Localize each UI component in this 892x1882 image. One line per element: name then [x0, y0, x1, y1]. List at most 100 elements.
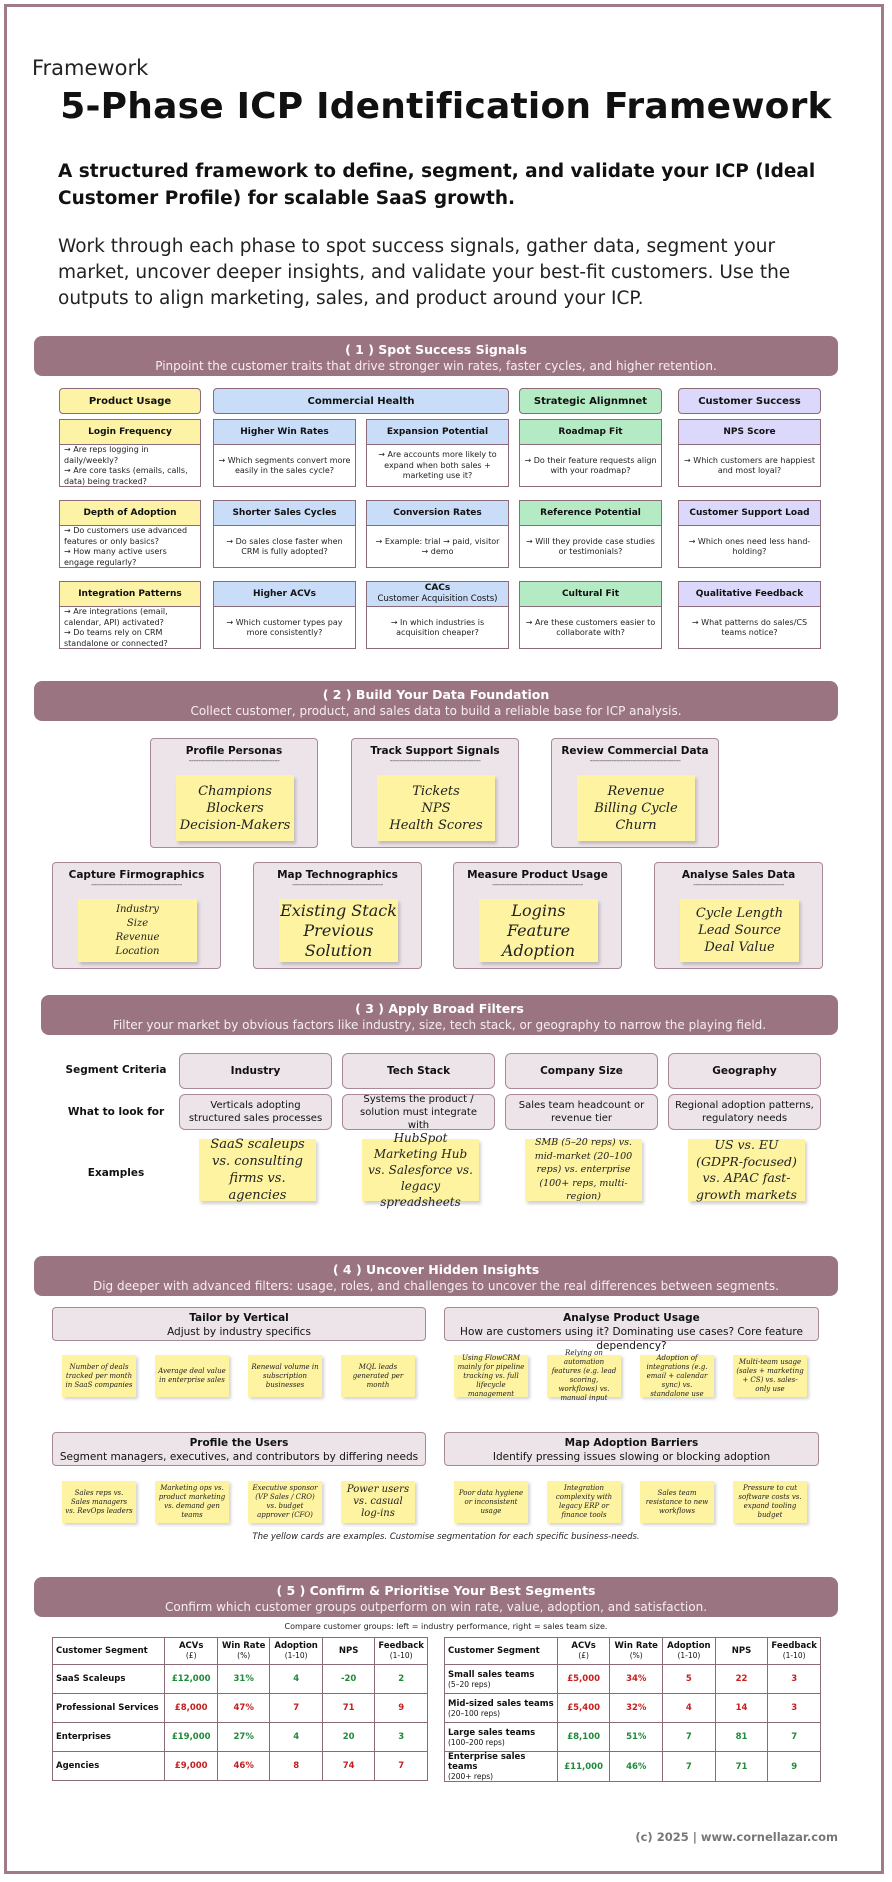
criteria-geography: Geography — [668, 1053, 821, 1089]
sticky-line: Decision-Makers — [179, 817, 291, 833]
card-body: → Will they provide case studies or test… — [526, 536, 655, 557]
sticky-line: Previous Solution — [303, 920, 374, 960]
metric-cell-nps: 74 — [321, 1751, 376, 1781]
card-title-text: Higher ACVs — [252, 588, 317, 599]
column-header-label: Customer Segment — [56, 1646, 148, 1656]
metric-cell-adoption: 4 — [269, 1664, 323, 1694]
insight-sticky: Adoption of integrations (e.g. email + c… — [640, 1354, 714, 1398]
insight-sticky: Renewal volume in subscription businesse… — [248, 1355, 322, 1397]
box-divider: -------------------------------------- — [91, 881, 182, 889]
example-sticky: HubSpot Marketing Hub vs. Salesforce vs.… — [362, 1131, 479, 1209]
box-title: Track Support Signals — [370, 745, 500, 757]
segment-cell: SaaS Scaleups — [51, 1664, 166, 1694]
sticky-line: Champions — [198, 783, 272, 799]
phase1-banner: ( 1 ) Spot Success Signals Pinpoint the … — [34, 336, 838, 376]
sticky-line: Blockers — [206, 800, 264, 816]
criteria-tech-stack: Tech Stack — [342, 1053, 495, 1089]
card-title: Customer Support Load — [679, 501, 820, 526]
column-header: Adoption(1-10) — [269, 1637, 323, 1665]
sticky-line: Revenue — [115, 931, 160, 943]
insight-sticky: Using FlowCRM mainly for pipeline tracki… — [454, 1354, 528, 1398]
metric-cell-win: 31% — [216, 1664, 271, 1694]
segment-name: Small sales teams — [448, 1669, 535, 1680]
card-body: → Are integrations (email, calendar, API… — [64, 607, 168, 648]
metric-cell-acv: £19,000 — [164, 1722, 218, 1752]
insight-sticky: Integration complexity with legacy ERP o… — [547, 1481, 621, 1523]
insight-group-subtitle: Segment managers, executives, and contri… — [59, 1451, 419, 1463]
example-sticky: SaaS scaleups vs. consulting firms vs. a… — [199, 1137, 316, 1203]
metric-cell-feedback: 3 — [767, 1664, 821, 1694]
look-for-cell: Verticals adopting structured sales proc… — [179, 1094, 332, 1130]
box-title: Review Commercial Data — [561, 745, 709, 757]
look-for-cell: Regional adoption patterns, regulatory n… — [668, 1094, 821, 1130]
sticky-line: Billing Cycle — [594, 800, 678, 816]
card-title: Reference Potential — [520, 501, 661, 526]
data-foundation-box: Map Technographics----------------------… — [253, 862, 422, 969]
box-divider: -------------------------------------- — [292, 881, 383, 889]
data-foundation-box: Measure Product Usage-------------------… — [453, 862, 622, 969]
column-header: Win Rate(%) — [216, 1637, 271, 1665]
metric-cell-feedback: 2 — [374, 1664, 428, 1694]
column-header-label: Win Rate — [614, 1641, 658, 1651]
metric-cell-acv: £5,000 — [556, 1664, 611, 1694]
metric-cell-acv: £8,100 — [556, 1722, 611, 1752]
box-divider: -------------------------------------- — [389, 757, 481, 765]
column-header-label: Feedback — [771, 1641, 817, 1651]
card-title-text: NPS Score — [723, 426, 776, 437]
data-foundation-box: Capture Firmographics-------------------… — [52, 862, 221, 969]
sticky-line: NPS — [421, 800, 451, 816]
segment-name: Enterprise sales teams — [448, 1752, 526, 1772]
sticky-line: Feature Adoption — [501, 920, 576, 960]
card-title-text: CACs — [424, 583, 451, 593]
card-body: → Do their feature requests align with y… — [524, 455, 657, 476]
metric-cell-acv: £12,000 — [164, 1664, 218, 1694]
sticky-line: Size — [126, 917, 149, 929]
column-header-label: NPS — [731, 1646, 752, 1656]
metric-cell-feedback: 3 — [767, 1693, 821, 1723]
row-label-look-for: What to look for — [67, 1106, 165, 1118]
success-card: Reference Potential → Will they provide c… — [519, 500, 662, 568]
metric-cell-adoption: 4 — [662, 1693, 716, 1723]
metric-cell-nps: 22 — [714, 1664, 769, 1694]
column-header-label: Win Rate — [221, 1641, 266, 1651]
segment-cell: Mid-sized sales teams(20–100 reps) — [444, 1693, 558, 1723]
data-foundation-box: Analyse Sales Data----------------------… — [654, 862, 823, 969]
page-title: 5-Phase ICP Identification Framework — [60, 86, 832, 127]
box-title: Measure Product Usage — [467, 869, 608, 881]
column-header-label: NPS — [338, 1646, 359, 1656]
column-header: NPS — [321, 1637, 376, 1665]
card-subtitle: Customer Acquisition Costs) — [377, 594, 498, 604]
column-header-label: ACVs — [571, 1641, 596, 1651]
card-title: Higher Win Rates — [214, 420, 355, 445]
success-card: Customer Support Load→ Which ones need l… — [678, 500, 821, 568]
sticky-line: Lead Source — [698, 923, 781, 938]
card-body: → What patterns do sales/CS teams notice… — [691, 617, 808, 638]
success-card: Qualitative Feedback → What patterns do s… — [678, 581, 821, 649]
sticky-line: Existing Stack — [280, 900, 397, 920]
column-header-label: Adoption — [274, 1641, 318, 1651]
phase5-compare-note: Compare customer groups: left = industry… — [284, 1622, 608, 1631]
sticky-line: Health Scores — [389, 817, 483, 833]
card-title: Qualitative Feedback — [679, 582, 820, 607]
insight-group-title: Analyse Product Usage — [563, 1312, 700, 1324]
example-sticky: US vs. EU (GDPR-focused) vs. APAC fast-g… — [688, 1137, 805, 1202]
column-header-unit: (1-10) — [284, 1651, 308, 1660]
sticky-line: Revenue — [607, 783, 665, 799]
metric-cell-nps: 20 — [321, 1722, 376, 1752]
table-row: Mid-sized sales teams(20–100 reps)£5,400… — [444, 1693, 821, 1723]
phase2-title: ( 2 ) Build Your Data Foundation — [322, 687, 550, 702]
box-divider: -------------------------------------- — [492, 881, 583, 889]
column-header-unit: (1-10) — [389, 1651, 413, 1660]
metric-cell-win: 32% — [609, 1693, 664, 1723]
sticky-line: Location — [115, 945, 160, 957]
metric-cell-feedback: 9 — [374, 1693, 428, 1723]
box-title: Map Technographics — [277, 869, 398, 881]
